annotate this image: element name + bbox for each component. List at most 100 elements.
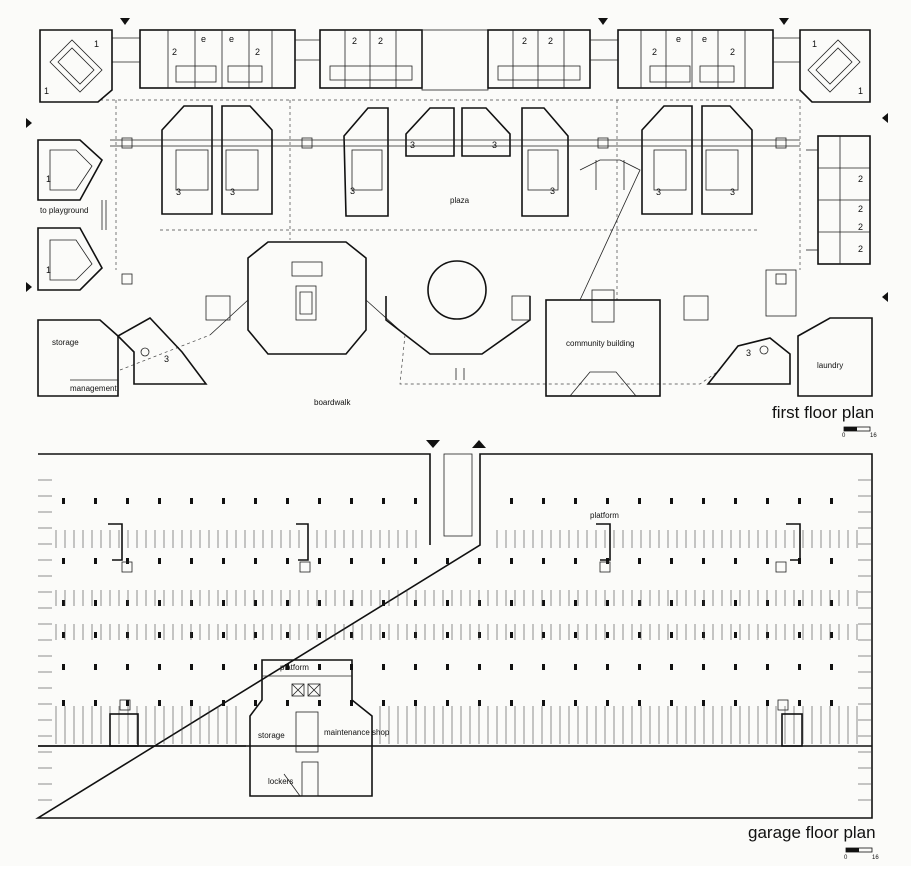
unit-number: 3 xyxy=(730,187,735,197)
garage-column xyxy=(190,498,193,504)
label-platform-right: platform xyxy=(590,511,619,520)
garage-column xyxy=(798,664,801,670)
svg-text:16: 16 xyxy=(872,855,879,861)
garage-column xyxy=(126,664,129,670)
garage-column xyxy=(254,632,257,638)
label-storage: storage xyxy=(52,338,79,347)
garage-column xyxy=(766,664,769,670)
garage-column xyxy=(382,600,385,606)
garage-column xyxy=(350,632,353,638)
entry-arrow-left-lower xyxy=(26,282,32,292)
storage-management-block xyxy=(37,316,208,397)
garage-ramp xyxy=(443,453,473,537)
garage-column xyxy=(670,632,673,638)
garage-column xyxy=(158,700,161,706)
garage-column xyxy=(574,664,577,670)
garage-column xyxy=(62,664,65,670)
garage-column xyxy=(638,600,641,606)
garage-column xyxy=(446,600,449,606)
garage-column xyxy=(158,558,161,564)
garage-column xyxy=(734,600,737,606)
garage-column xyxy=(830,664,833,670)
first-floor-plan: to playground plaza storage management c… xyxy=(26,18,888,439)
garage-column xyxy=(702,664,705,670)
garage-column xyxy=(318,700,321,706)
garage-column xyxy=(190,600,193,606)
garage-column xyxy=(286,600,289,606)
unit-number: 3 xyxy=(492,140,497,150)
garage-column xyxy=(318,558,321,564)
garage-column xyxy=(766,558,769,564)
unit-number: 2 xyxy=(172,47,177,57)
garage-column xyxy=(798,498,801,504)
label-platform-center: platform xyxy=(280,663,309,672)
unit-number: 2 xyxy=(378,36,383,46)
garage-column xyxy=(286,700,289,706)
garage-column xyxy=(62,498,65,504)
garage-column xyxy=(606,632,609,638)
unit-number: 3 xyxy=(550,186,555,196)
unit-number: e xyxy=(229,34,234,44)
garage-column xyxy=(190,664,193,670)
scale-bar-garage: 0 16 xyxy=(844,847,879,861)
garage-column xyxy=(414,498,417,504)
unit-number: 1 xyxy=(94,39,99,49)
garage-column xyxy=(542,498,545,504)
garage-column xyxy=(606,700,609,706)
garage-column xyxy=(254,700,257,706)
garage-column xyxy=(670,498,673,504)
unit-numbers: 1 2 e e 2 2 2 2 2 2 e e 2 1 1 1 3 3 3 3 … xyxy=(44,34,863,364)
garage-column xyxy=(766,632,769,638)
first-floor-plan-title: first floor plan xyxy=(772,403,874,422)
garage-column xyxy=(254,558,257,564)
stairwells-first-floor xyxy=(121,137,787,285)
garage-column xyxy=(606,558,609,564)
garage-floor-plan: platform platform storage maintenance sh… xyxy=(35,440,879,861)
garage-column xyxy=(478,664,481,670)
garage-column xyxy=(574,600,577,606)
unit-number: 1 xyxy=(46,265,51,275)
garage-column xyxy=(606,498,609,504)
garage-column xyxy=(382,664,385,670)
garage-column xyxy=(190,558,193,564)
garage-column xyxy=(382,700,385,706)
garage-column xyxy=(478,558,481,564)
garage-column xyxy=(606,664,609,670)
garage-column xyxy=(414,664,417,670)
garage-column xyxy=(94,498,97,504)
left-wing-units xyxy=(37,139,107,291)
garage-column xyxy=(94,558,97,564)
svg-text:16: 16 xyxy=(870,433,877,439)
garage-column xyxy=(126,600,129,606)
garage-column xyxy=(798,558,801,564)
garage-column xyxy=(350,600,353,606)
right-wing-units xyxy=(806,135,871,265)
garage-column xyxy=(638,632,641,638)
garage-column xyxy=(414,700,417,706)
garage-column xyxy=(158,632,161,638)
garage-column xyxy=(574,700,577,706)
garage-floor-plan-title: garage floor plan xyxy=(748,823,876,842)
unit-number: 3 xyxy=(176,187,181,197)
garage-column xyxy=(766,700,769,706)
corner-unit-top-left xyxy=(39,29,113,103)
garage-column xyxy=(510,498,513,504)
unit-number: 1 xyxy=(858,86,863,96)
unit-number: e xyxy=(676,34,681,44)
garage-column xyxy=(286,498,289,504)
garage-column xyxy=(126,498,129,504)
label-maintenance-shop: maintenance shop xyxy=(324,728,390,737)
unit-number: 2 xyxy=(858,222,863,232)
garage-column xyxy=(478,700,481,706)
garage-column xyxy=(350,700,353,706)
garage-column xyxy=(574,632,577,638)
garage-column xyxy=(542,664,545,670)
label-garage-storage: storage xyxy=(258,731,285,740)
unit-number: 2 xyxy=(858,204,863,214)
unit-number: 2 xyxy=(858,244,863,254)
garage-column xyxy=(222,632,225,638)
garage-column xyxy=(158,664,161,670)
garage-column xyxy=(350,558,353,564)
